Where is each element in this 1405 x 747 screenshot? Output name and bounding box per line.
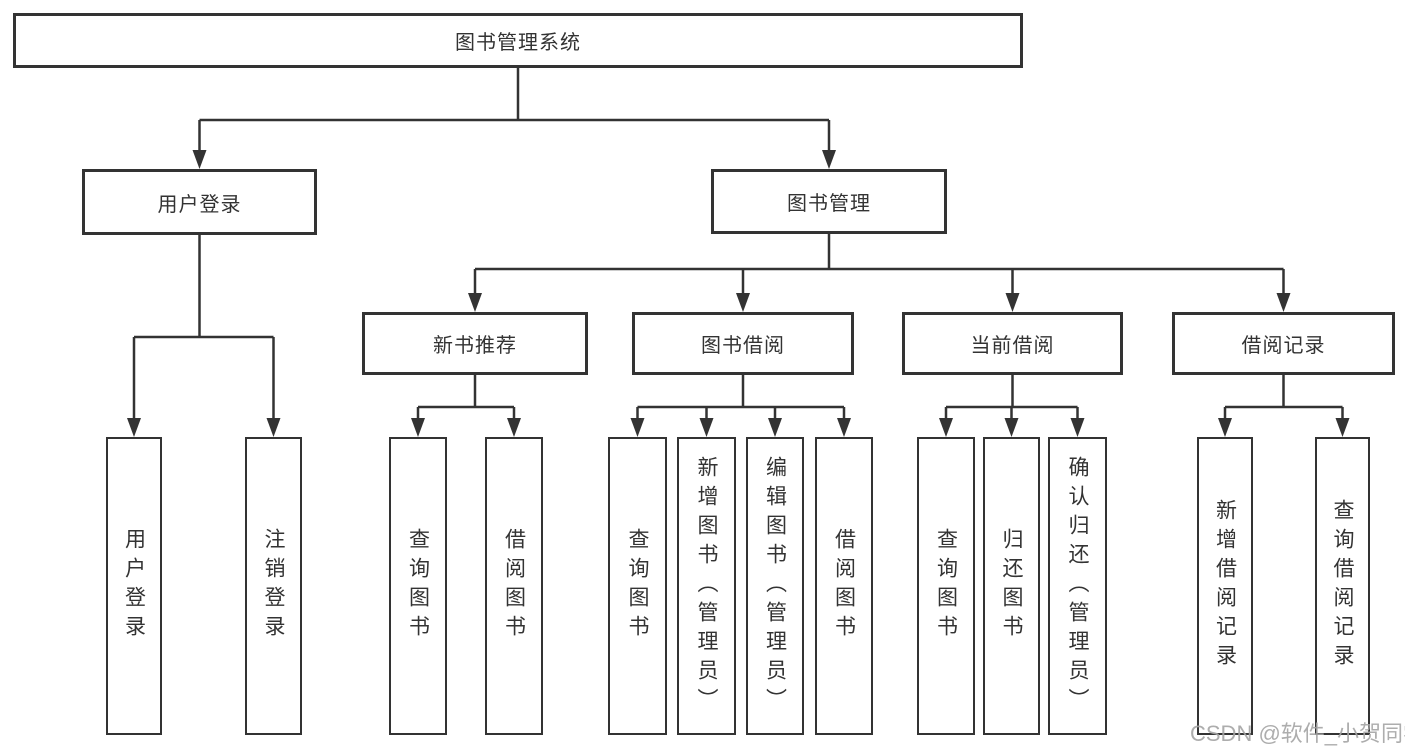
node-book-mgmt: 图书管理 — [711, 169, 947, 234]
arrowhead-icon — [1218, 418, 1232, 437]
node-nbr-borrow: 借阅图书 — [485, 437, 543, 735]
node-bb-add: 新增图书（管理员） — [677, 437, 736, 735]
node-br-query: 查询借阅记录 — [1315, 437, 1370, 735]
node-cb-query: 查询图书 — [917, 437, 975, 735]
arrowhead-icon — [411, 418, 425, 437]
arrowhead-icon — [1335, 418, 1350, 437]
arrowhead-icon — [822, 150, 836, 169]
node-book-borrow: 图书借阅 — [632, 312, 854, 375]
watermark: CSDN @软件_小贺同学 — [1190, 721, 1405, 746]
arrowhead-icon — [266, 418, 281, 437]
arrowhead-icon — [127, 418, 141, 437]
arrowhead-icon — [837, 418, 851, 437]
node-login: 用户登录 — [106, 437, 162, 735]
arrowhead-icon — [468, 293, 482, 312]
arrowhead-icon — [699, 418, 714, 437]
arrowhead-icon — [736, 293, 750, 312]
node-nbr-query: 查询图书 — [389, 437, 447, 735]
node-br-add: 新增借阅记录 — [1197, 437, 1253, 735]
arrowhead-icon — [192, 150, 207, 169]
arrowhead-icon — [1004, 418, 1019, 437]
arrowhead-icon — [630, 418, 645, 437]
arrowhead-icon — [1070, 418, 1085, 437]
arrowhead-icon — [1276, 293, 1291, 312]
node-cb-return: 归还图书 — [983, 437, 1040, 735]
node-bb-edit: 编辑图书（管理员） — [746, 437, 804, 735]
node-logout: 注销登录 — [245, 437, 302, 735]
arrowhead-icon — [939, 418, 953, 437]
node-bb-query: 查询图书 — [608, 437, 667, 735]
node-cb-confirm: 确认归还（管理员） — [1048, 437, 1107, 735]
arrowhead-icon — [507, 418, 521, 437]
node-borrow-records: 借阅记录 — [1172, 312, 1395, 375]
node-new-book-rec: 新书推荐 — [362, 312, 588, 375]
node-bb-borrow: 借阅图书 — [815, 437, 873, 735]
node-user-login: 用户登录 — [82, 169, 317, 235]
arrowhead-icon — [1005, 293, 1020, 312]
node-root: 图书管理系统 — [13, 13, 1023, 68]
arrowhead-icon — [768, 418, 782, 437]
node-current-borrow: 当前借阅 — [902, 312, 1123, 375]
